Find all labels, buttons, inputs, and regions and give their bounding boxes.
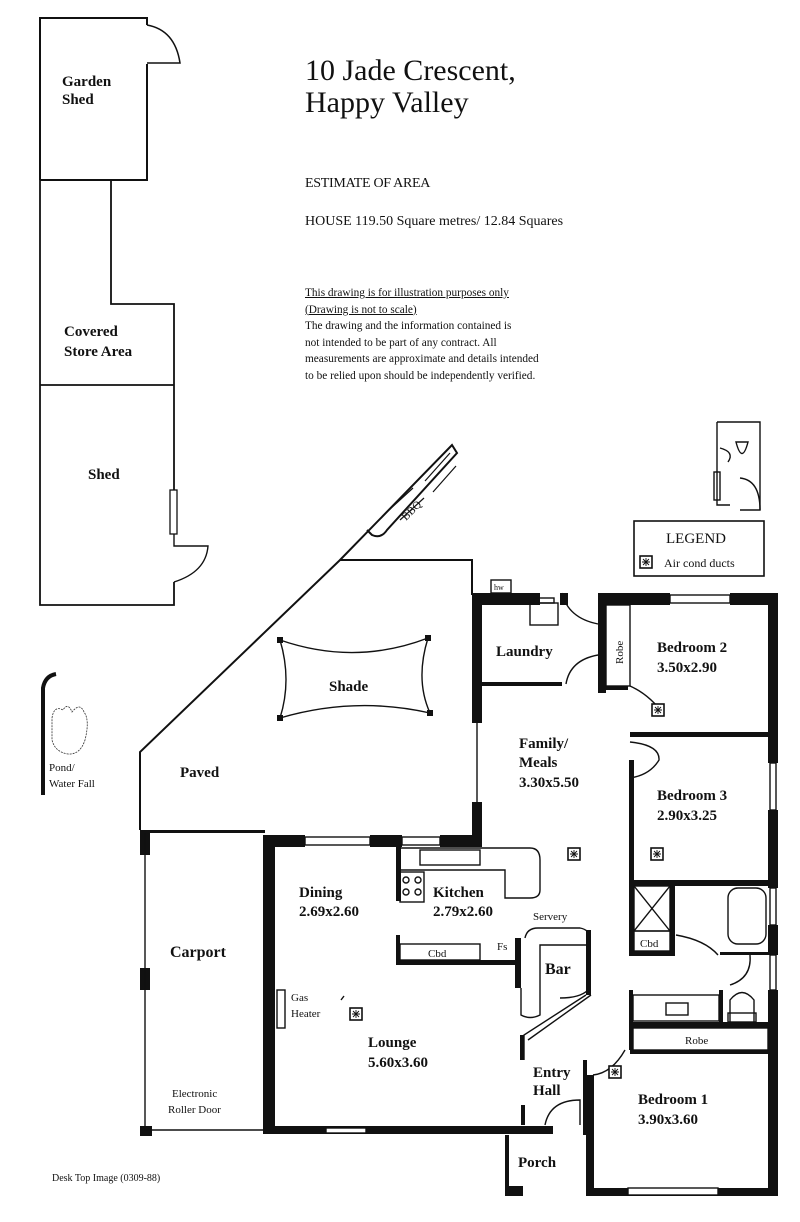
dining-size: 2.69x2.60	[299, 904, 359, 920]
gas-heater-label-2: Heater	[291, 1008, 321, 1020]
shed	[39, 385, 209, 606]
paved-area-outline	[139, 443, 473, 830]
hw-label: hw	[494, 583, 504, 592]
air-cond-duct-icon	[651, 703, 665, 717]
bedroom3-label: Bedroom 3	[657, 788, 727, 804]
disclaimer: This drawing is for illustration purpose…	[305, 285, 665, 384]
air-cond-duct-icon	[639, 555, 653, 569]
legend-title: LEGEND	[666, 531, 726, 547]
pond-label-2: Water Fall	[49, 778, 95, 790]
house-area: HOUSE 119.50 Square metres/ 12.84 Square…	[305, 214, 564, 229]
air-cond-duct-icon	[608, 1065, 622, 1079]
roller-door-label-1: Electronic	[172, 1088, 217, 1100]
entry-hall-label-1: Entry	[533, 1065, 571, 1081]
property-address: 10 Jade Crescent, Happy Valley	[305, 55, 516, 119]
kitchen-label: Kitchen	[433, 885, 484, 901]
carport-label: Carport	[170, 944, 227, 961]
cbd-kitchen-label: Cbd	[428, 948, 447, 960]
legend-item-label: Air cond ducts	[664, 556, 735, 570]
covered-store-label-2: Store Area	[64, 344, 133, 360]
shed-label: Shed	[88, 467, 120, 483]
footer-note: Desk Top Image (0309-88)	[52, 1173, 161, 1184]
bbq	[388, 452, 457, 521]
paved-label: Paved	[180, 765, 220, 781]
bedroom2-label: Bedroom 2	[657, 640, 727, 656]
robe-label-bedroom2: Robe	[614, 641, 626, 664]
air-cond-duct-icon	[650, 847, 664, 861]
pond-water-fall	[41, 672, 88, 795]
disclaimer-body-1: The drawing and the information containe…	[305, 320, 512, 332]
kitchen-size: 2.79x2.60	[433, 904, 493, 920]
shade-label: Shade	[329, 679, 369, 695]
roller-door-label-2: Roller Door	[168, 1104, 221, 1116]
bedroom2-size: 3.50x2.90	[657, 660, 717, 676]
address-line-1: 10 Jade Crescent,	[305, 54, 516, 87]
disclaimer-line-2: (Drawing is not to scale)	[305, 303, 417, 316]
fs-label: Fs	[497, 941, 507, 953]
lounge-size: 5.60x3.60	[368, 1055, 428, 1071]
bar-label: Bar	[545, 961, 571, 978]
entry-hall-label-2: Hall	[533, 1083, 561, 1099]
disclaimer-body-2: not intended to be part of any contract.…	[305, 336, 497, 349]
covered-store-area	[39, 180, 175, 386]
bedroom1-label: Bedroom 1	[638, 1092, 708, 1108]
gas-heater-label-1: Gas	[291, 992, 308, 1004]
porch-label: Porch	[518, 1155, 557, 1171]
robe-label-bedroom1: Robe	[685, 1035, 708, 1047]
laundry-label: Laundry	[496, 644, 553, 660]
air-cond-duct-icon	[349, 1007, 363, 1021]
disclaimer-body-4: to be relied upon should be independentl…	[305, 369, 536, 382]
disclaimer-line-1: This drawing is for illustration purpose…	[305, 287, 509, 299]
cbd-bath-label: Cbd	[640, 938, 659, 950]
bedroom3-size: 2.90x3.25	[657, 808, 717, 824]
family-label-1: Family/	[519, 736, 569, 752]
shade-sail	[277, 635, 433, 721]
air-cond-duct-icon	[567, 847, 581, 861]
house-thin-lines	[144, 421, 777, 1196]
lounge-label: Lounge	[368, 1035, 417, 1051]
garden-shed-label-2: Shed	[62, 92, 94, 108]
bedroom1-size: 3.90x3.60	[638, 1112, 698, 1128]
legend	[633, 520, 765, 577]
bbq-label: BBQ	[400, 499, 425, 524]
estimate-heading: ESTIMATE OF AREA	[305, 176, 431, 191]
dining-label: Dining	[299, 885, 343, 901]
address-line-2: Happy Valley	[305, 86, 469, 119]
servery-label: Servery	[533, 911, 568, 923]
disclaimer-body-3: measurements are approximate and details…	[305, 353, 539, 365]
garden-shed-label-1: Garden	[62, 74, 112, 90]
covered-store-label-1: Covered	[64, 324, 119, 340]
family-label-2: Meals	[519, 755, 557, 771]
family-size: 3.30x5.50	[519, 775, 579, 791]
pond-label-1: Pond/	[49, 762, 76, 774]
garden-shed	[39, 17, 181, 181]
